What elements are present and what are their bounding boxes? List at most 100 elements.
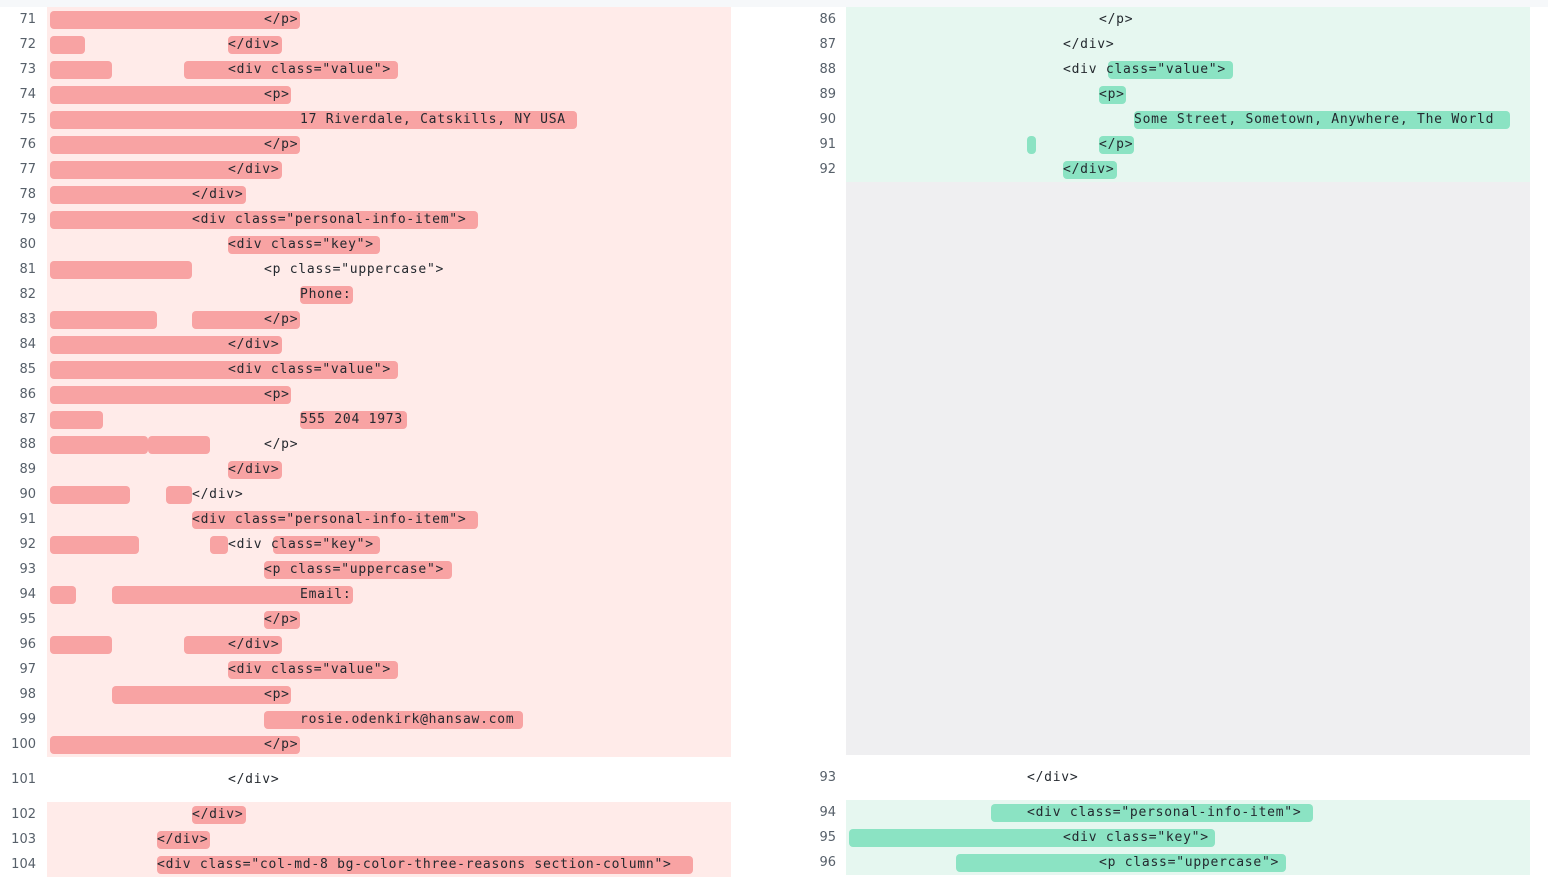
diff-right-pane: 86 </p> 87 </div> 88<div class="value">89<p>… xyxy=(800,7,1530,875)
deleted-line: 79<div class="personal-info-item"> xyxy=(0,207,731,232)
deleted-word-highlight xyxy=(148,436,210,454)
added-line: 92</div> xyxy=(800,157,1530,182)
code-text: </p> xyxy=(264,737,299,752)
deleted-word-highlight xyxy=(210,536,228,554)
line-number: 100 xyxy=(11,737,36,752)
line-number: 72 xyxy=(19,37,36,52)
added-line: 94 <div class="personal-info-item"> xyxy=(800,800,1530,825)
line-number: 89 xyxy=(19,462,36,477)
deleted-word-highlight xyxy=(50,386,291,404)
line-background xyxy=(47,767,731,792)
line-number: 76 xyxy=(19,137,36,152)
line-number: 71 xyxy=(19,12,36,27)
deleted-line: 71 </p> xyxy=(0,7,731,32)
deleted-line: 102</div> xyxy=(0,802,731,827)
deleted-word-highlight xyxy=(192,511,478,529)
deleted-word-highlight xyxy=(264,611,300,629)
deleted-word-highlight xyxy=(50,61,112,79)
added-word-highlight xyxy=(956,854,1286,872)
code-text: <div class="key"> xyxy=(228,537,374,552)
line-number: 83 xyxy=(19,312,36,327)
deleted-word-highlight xyxy=(50,361,398,379)
line-number: 91 xyxy=(19,512,36,527)
added-word-highlight xyxy=(849,829,1215,847)
line-number: 90 xyxy=(19,487,36,502)
deleted-word-highlight xyxy=(112,586,353,604)
added-line: 88<div class="value"> xyxy=(800,57,1530,82)
code-text: <div class="personal-info-item"> xyxy=(1027,805,1302,820)
line-number: 91 xyxy=(819,137,836,152)
deleted-word-highlight xyxy=(192,311,300,329)
code-text: </p> xyxy=(264,437,299,452)
deleted-line: 76</p> xyxy=(0,132,731,157)
code-text: </div> xyxy=(1063,37,1115,52)
line-background xyxy=(47,532,731,557)
line-background xyxy=(47,282,731,307)
code-text: <div class="value"> xyxy=(228,662,391,677)
code-text: <p class="uppercase"> xyxy=(264,562,445,577)
deleted-word-highlight xyxy=(50,586,76,604)
line-number: 86 xyxy=(819,12,836,27)
line-number: 92 xyxy=(19,537,36,552)
deleted-word-highlight xyxy=(50,736,300,754)
deleted-word-highlight xyxy=(50,111,577,129)
line-number: 88 xyxy=(19,437,36,452)
deleted-line: 72</div> xyxy=(0,32,731,57)
deleted-word-highlight xyxy=(184,61,398,79)
line-background xyxy=(47,457,731,482)
line-number: 95 xyxy=(19,612,36,627)
deleted-word-highlight xyxy=(50,411,103,429)
deleted-word-highlight xyxy=(264,711,523,729)
deleted-line: 88 </p> xyxy=(0,432,731,457)
line-background xyxy=(846,32,1530,57)
deleted-word-highlight xyxy=(228,661,398,679)
deleted-line: 86<p> xyxy=(0,382,731,407)
line-number: 87 xyxy=(819,37,836,52)
code-text: </div> xyxy=(192,807,244,822)
deleted-line: 97<div class="value"> xyxy=(0,657,731,682)
line-number: 74 xyxy=(19,87,36,102)
line-number: 81 xyxy=(19,262,36,277)
line-number: 94 xyxy=(819,805,836,820)
deleted-line: 96</div> xyxy=(0,632,731,657)
line-number: 99 xyxy=(19,712,36,727)
code-text: <div class="personal-info-item"> xyxy=(192,512,467,527)
line-background xyxy=(846,82,1530,107)
line-number: 87 xyxy=(19,412,36,427)
deleted-word-highlight xyxy=(273,536,380,554)
added-line: 91</p> xyxy=(800,132,1530,157)
deleted-line: 91 <div class="personal-info-item"> xyxy=(0,507,731,532)
added-word-highlight xyxy=(1099,86,1126,104)
line-background xyxy=(47,607,731,632)
deleted-word-highlight xyxy=(50,86,291,104)
diff-top-border xyxy=(0,0,1548,7)
deleted-word-highlight xyxy=(50,536,139,554)
added-word-highlight xyxy=(1099,136,1134,154)
code-text: </div> xyxy=(228,162,280,177)
empty-lines-filler xyxy=(846,182,1530,755)
code-text: </p> xyxy=(1099,12,1134,27)
line-number: 93 xyxy=(19,562,36,577)
deleted-word-highlight xyxy=(192,806,246,824)
line-number: 88 xyxy=(819,62,836,77)
added-word-highlight xyxy=(1134,111,1510,129)
line-number: 96 xyxy=(19,637,36,652)
deleted-word-highlight xyxy=(50,636,112,654)
line-number: 98 xyxy=(19,687,36,702)
code-text: </p> xyxy=(264,12,299,27)
code-text: <p> xyxy=(264,87,290,102)
line-number: 84 xyxy=(19,337,36,352)
deleted-word-highlight xyxy=(50,336,282,354)
code-text: </div> xyxy=(228,337,280,352)
line-number: 78 xyxy=(19,187,36,202)
code-text: <p class="uppercase"> xyxy=(264,262,445,277)
added-word-highlight xyxy=(1063,161,1117,179)
code-text: <p> xyxy=(264,387,290,402)
added-line: 89<p> xyxy=(800,82,1530,107)
code-text: Some Street, Sometown, Anywhere, The Wor… xyxy=(1134,112,1495,127)
deleted-line: 74 <p> xyxy=(0,82,731,107)
deleted-word-highlight xyxy=(228,236,380,254)
code-text: </div> xyxy=(228,772,280,787)
